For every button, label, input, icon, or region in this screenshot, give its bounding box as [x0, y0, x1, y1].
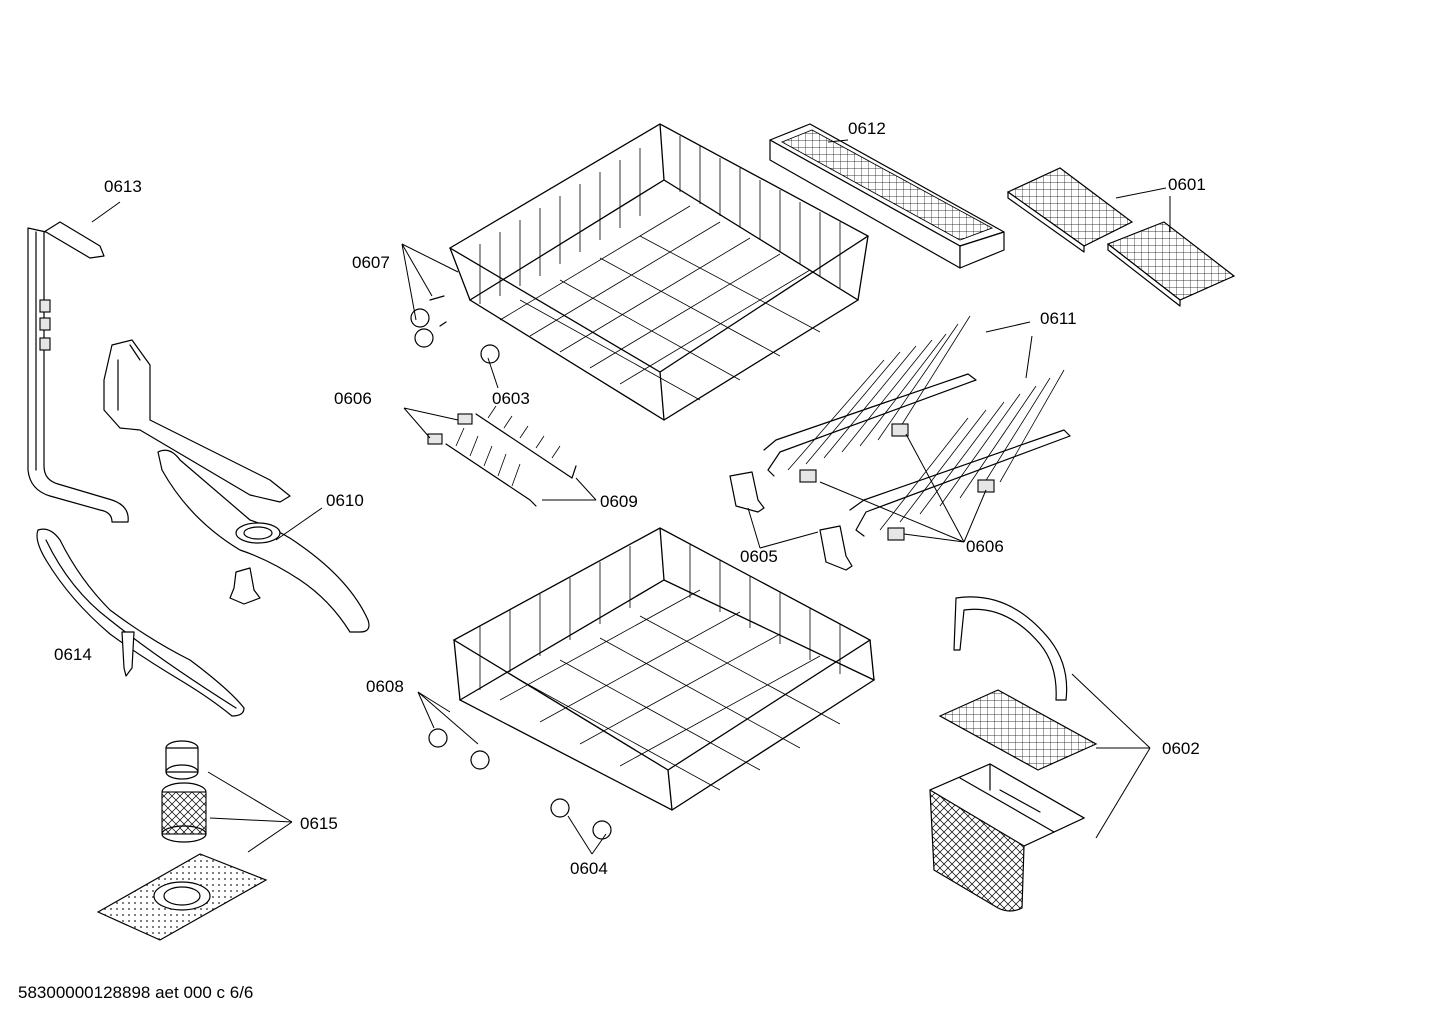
label-0613: 0613	[104, 177, 142, 196]
label-0608: 0608	[366, 677, 404, 696]
label-0609: 0609	[600, 492, 638, 511]
label-0605: 0605	[740, 547, 778, 566]
label-0606b: 0606	[966, 537, 1004, 556]
part-labels: 0613 0607 0603 0606 0609 0610 0612 0601 …	[54, 119, 1206, 878]
flip-racks-0601	[1006, 167, 1236, 307]
label-0606a: 0606	[334, 389, 372, 408]
water-pipe-0613	[27, 221, 129, 523]
lower-basket-wheels	[428, 728, 612, 840]
cutlery-basket-0602	[929, 596, 1098, 912]
upper-basket	[410, 123, 870, 421]
label-0611: 0611	[1040, 309, 1077, 328]
label-0601: 0601	[1168, 175, 1206, 194]
label-0602: 0602	[1162, 739, 1200, 758]
clips-0606	[427, 413, 995, 541]
label-0614: 0614	[54, 645, 92, 664]
lower-spray-arm-0614	[36, 528, 245, 717]
label-0610: 0610	[326, 491, 364, 510]
tine-racks-0611	[763, 315, 1071, 537]
tine-strip-0609	[445, 405, 577, 507]
cup-shelf-0612	[769, 123, 1005, 269]
basket-wheel	[410, 295, 500, 364]
label-0612: 0612	[848, 119, 886, 138]
document-footer: 58300000128898 aet 000 c 6/6	[18, 983, 253, 1002]
label-0615: 0615	[300, 814, 338, 833]
upper-spray-arm-0610	[103, 339, 370, 633]
lower-basket	[428, 527, 876, 840]
brackets-0605	[729, 471, 853, 571]
label-0603: 0603	[492, 389, 530, 408]
filter-set-0615	[96, 740, 268, 941]
leader-lines	[91, 139, 1171, 855]
label-0607: 0607	[352, 253, 390, 272]
label-0604: 0604	[570, 859, 608, 878]
